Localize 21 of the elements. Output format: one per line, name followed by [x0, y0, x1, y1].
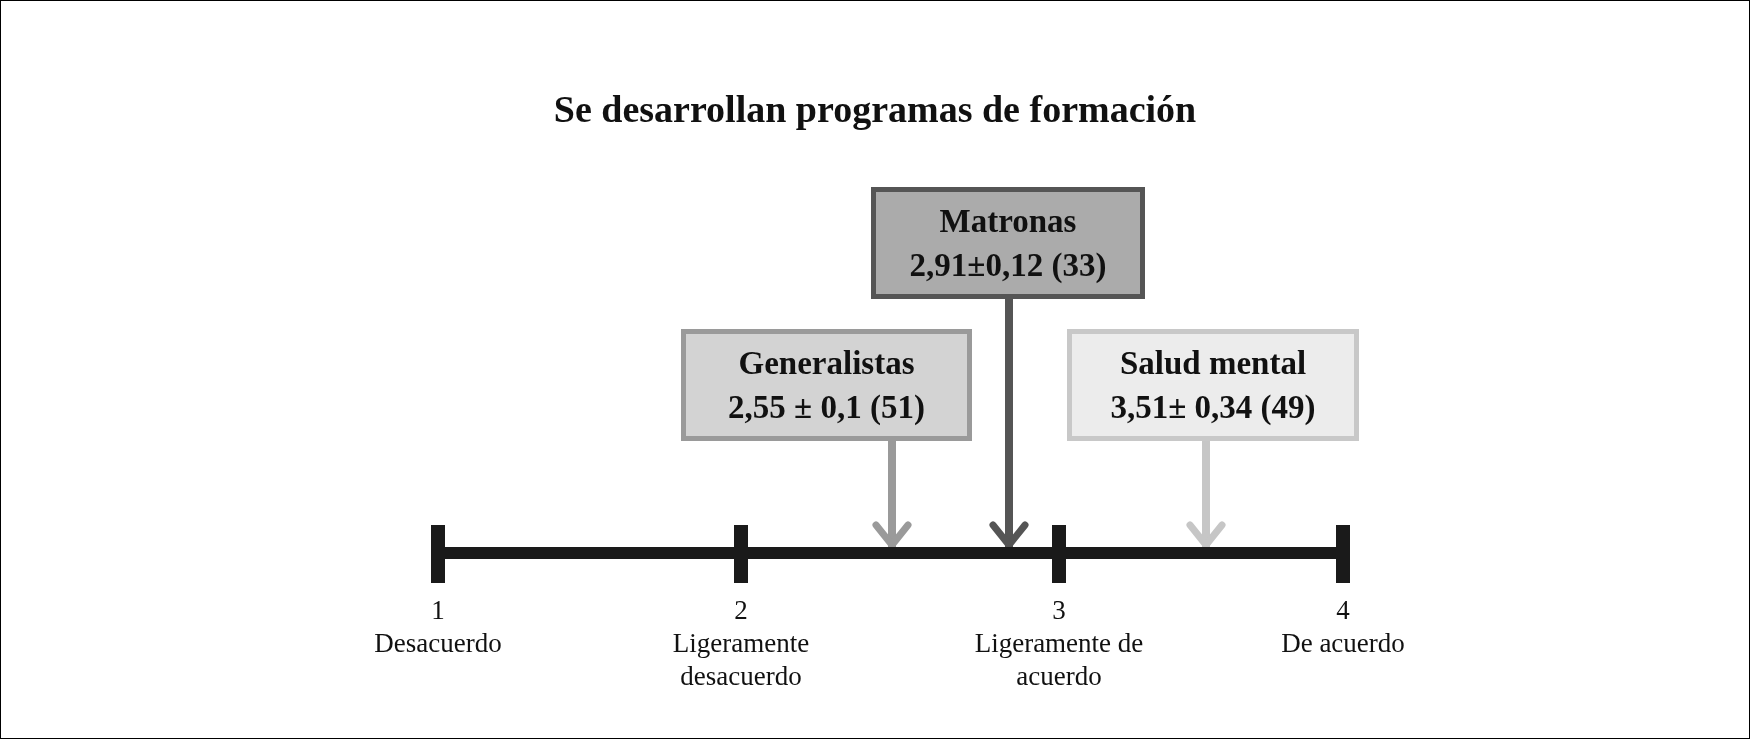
- scale-label: Ligeramente desacuerdo: [671, 627, 811, 693]
- arrow: [872, 441, 912, 549]
- group-box: [871, 187, 1145, 299]
- group-box: [1067, 329, 1359, 441]
- arrow: [989, 299, 1029, 549]
- scale-label: De acuerdo: [1280, 627, 1406, 660]
- group-score: 3,51± 0,34 (49): [1110, 388, 1316, 427]
- scale-value: 3: [1051, 594, 1067, 627]
- scale-value: 1: [430, 594, 446, 627]
- scale-label: Ligeramente de acuerdo: [974, 627, 1144, 693]
- group-score: 2,55 ± 0,1 (51): [728, 388, 925, 427]
- group-box: [681, 329, 972, 441]
- group-name: Salud mental: [1119, 344, 1307, 383]
- scale-value: 2: [733, 594, 749, 627]
- group-name: Matronas: [939, 202, 1077, 241]
- group-name: Generalistas: [738, 344, 915, 383]
- chart-title: Se desarrollan programas de formación: [552, 87, 1198, 132]
- group-score: 2,91±0,12 (33): [909, 246, 1107, 285]
- scale-value: 4: [1335, 594, 1351, 627]
- scale-label: Desacuerdo: [373, 627, 503, 660]
- arrow: [1186, 441, 1226, 549]
